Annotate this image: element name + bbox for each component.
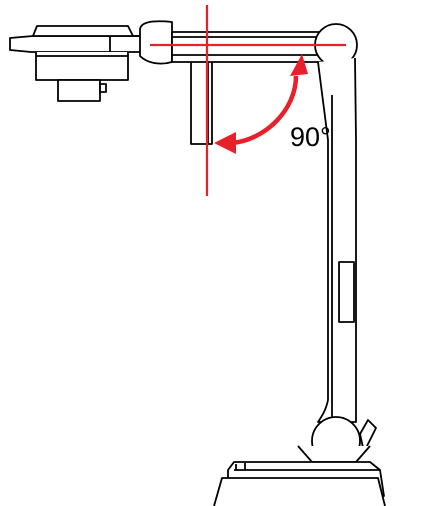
camera-head-rotated [190, 53, 213, 145]
alignment-guides [150, 5, 346, 196]
rotation-arrowhead-top [290, 54, 308, 76]
rotation-arrowhead-left [214, 132, 236, 154]
rotation-arc [231, 75, 299, 146]
angle-label: 90° [290, 122, 331, 152]
horizontal-arm [171, 31, 323, 63]
vertical-arm [317, 57, 357, 423]
base-platform [213, 445, 386, 506]
camera-head [9, 25, 152, 102]
head-pivot-hinge [139, 20, 173, 65]
